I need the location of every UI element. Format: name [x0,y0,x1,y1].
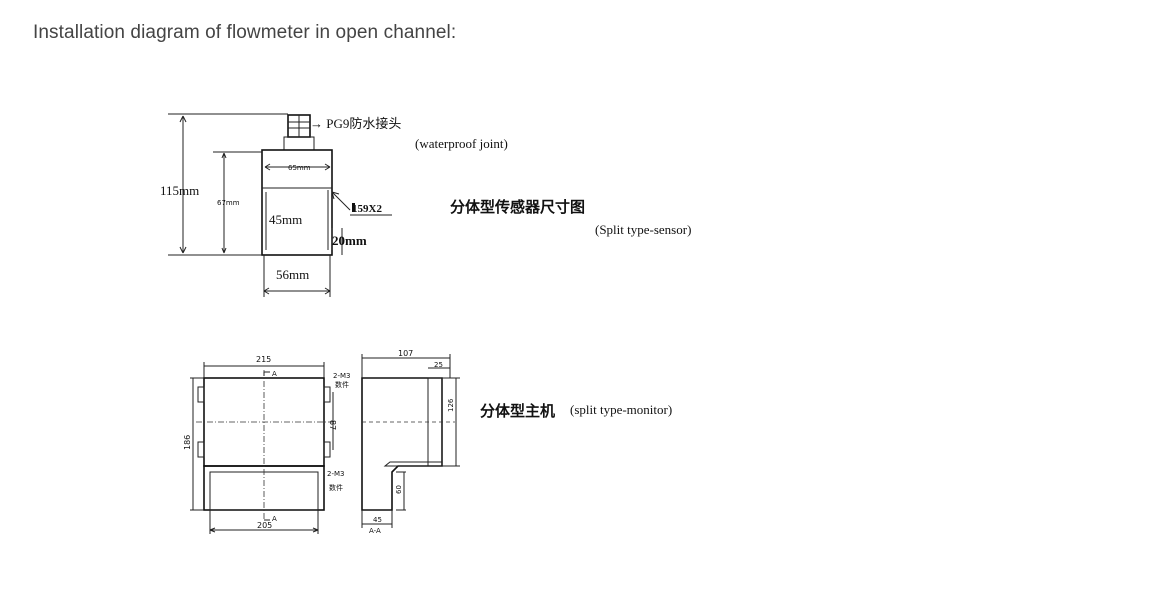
side-top: 25 [434,361,443,369]
dim-inner-height: 45mm [269,212,302,227]
dim-total-height: 115mm [160,183,199,198]
joint-label-en: (waterproof joint) [415,136,508,151]
screw-bottom: 2-M3 [327,470,344,478]
section-label: A-A [369,527,381,535]
sensor-housing [261,149,333,256]
thread-label: 159X2 [352,203,382,215]
monitor-title-cn: 分体型主机 [480,402,555,420]
dim-probe: 20mm [332,233,367,248]
side-depth: 107 [398,349,413,358]
side-bottom: 45 [373,516,382,524]
sensor-title-cn: 分体型传感器尺寸图 [450,198,585,216]
dim-body-height: 67mm [217,199,240,207]
section-mark-bottom: A [272,515,277,523]
screw-top-cn: 数件 [335,380,349,389]
dim-height: 186 [183,435,192,450]
monitor-drawing: 215 A 186 87 2-M3 数件 2-M3 数件 205 A 107 [183,349,672,535]
dim-width-top: 215 [256,355,271,364]
side-lower: 60 [395,485,403,494]
screw-top: 2-M3 [333,372,350,380]
sensor-title-en: (Split type-sensor) [595,222,691,237]
section-mark-top: A [272,370,277,378]
monitor-title-en: (split type-monitor) [570,402,672,417]
sensor-drawing: 65mm 115mm 67mm 45mm 56mm 20mm 159X2 → P [160,113,691,297]
dim-inner: 87 [328,420,337,430]
screw-bottom-cn: 数件 [329,483,343,492]
page-heading: Installation diagram of flowmeter in ope… [33,22,457,43]
dim-top-width: 65mm [288,164,311,172]
joint-label-cn: → PG9防水接头 [310,116,401,131]
dim-width-bottom: 205 [257,521,272,530]
dim-bottom-width: 56mm [276,267,309,282]
side-height: 126 [447,398,455,412]
